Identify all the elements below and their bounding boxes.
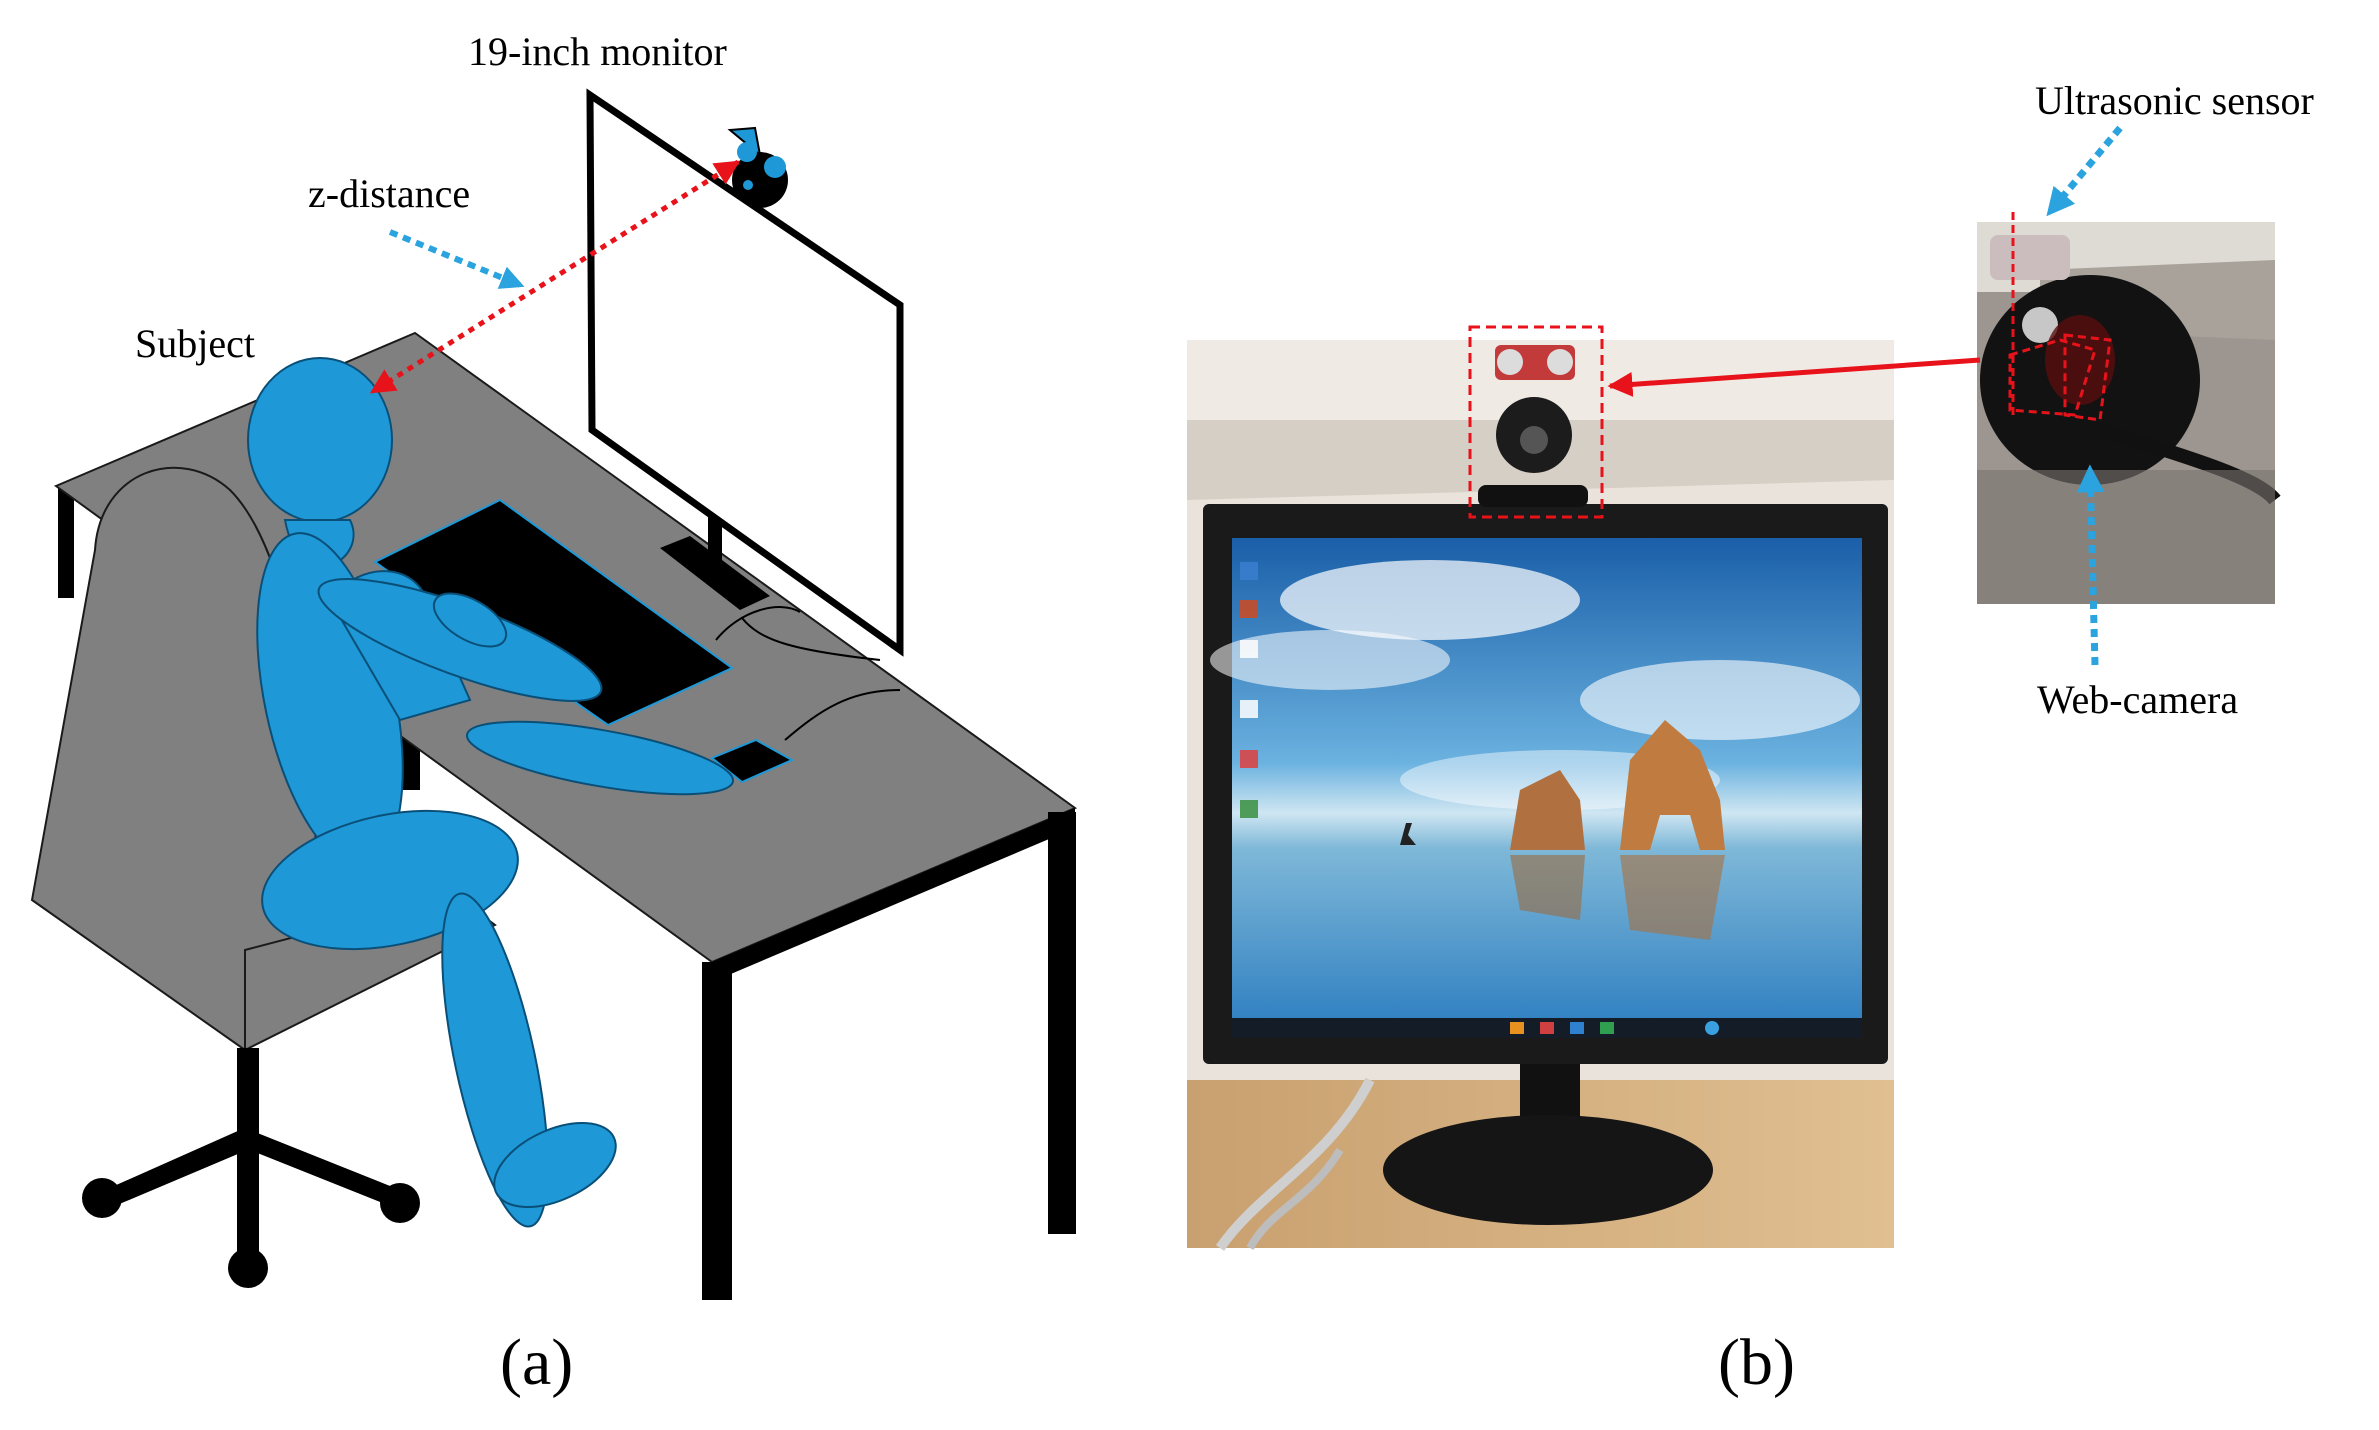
z-distance-leader <box>388 229 525 289</box>
cable <box>715 606 801 641</box>
webcam-highlight-box <box>1468 325 1604 519</box>
mouse-illustration <box>710 738 795 784</box>
subject-figure <box>247 357 735 1228</box>
monitor-label: 19-inch monitor <box>468 29 727 74</box>
z-distance-label: z-distance <box>308 171 471 216</box>
illustration-panel-a <box>30 88 1078 1300</box>
web-camera-leader <box>2076 464 2105 666</box>
cable <box>784 689 901 741</box>
desk-leg-back-left <box>58 488 74 598</box>
photo-monitor-base <box>1383 1115 1713 1225</box>
ultrasonic-sensor-leader <box>2046 125 2123 217</box>
cable <box>741 617 881 661</box>
inset-pointer-arrow <box>1607 357 1981 397</box>
photo-panel-b <box>1187 125 2281 1251</box>
monitor-stand-base <box>660 536 770 610</box>
subject-label: Subject <box>135 321 255 366</box>
webcam-illustration-icon <box>727 126 788 208</box>
photo-webcam-icon <box>1478 345 1588 507</box>
desk-leg-front-left <box>702 962 732 1300</box>
ultrasonic-sensor-label: Ultrasonic sensor <box>2035 78 2314 123</box>
caption-a: (a) <box>500 1326 574 1399</box>
z-distance-arrow <box>369 159 741 395</box>
desk-front-edge <box>712 808 1075 982</box>
desk-leg-front-right <box>1048 812 1076 1234</box>
zoomed-webcam-inset <box>1977 212 2281 604</box>
caption-b: (b) <box>1718 1326 1795 1399</box>
web-camera-label: Web-camera <box>2037 677 2239 722</box>
